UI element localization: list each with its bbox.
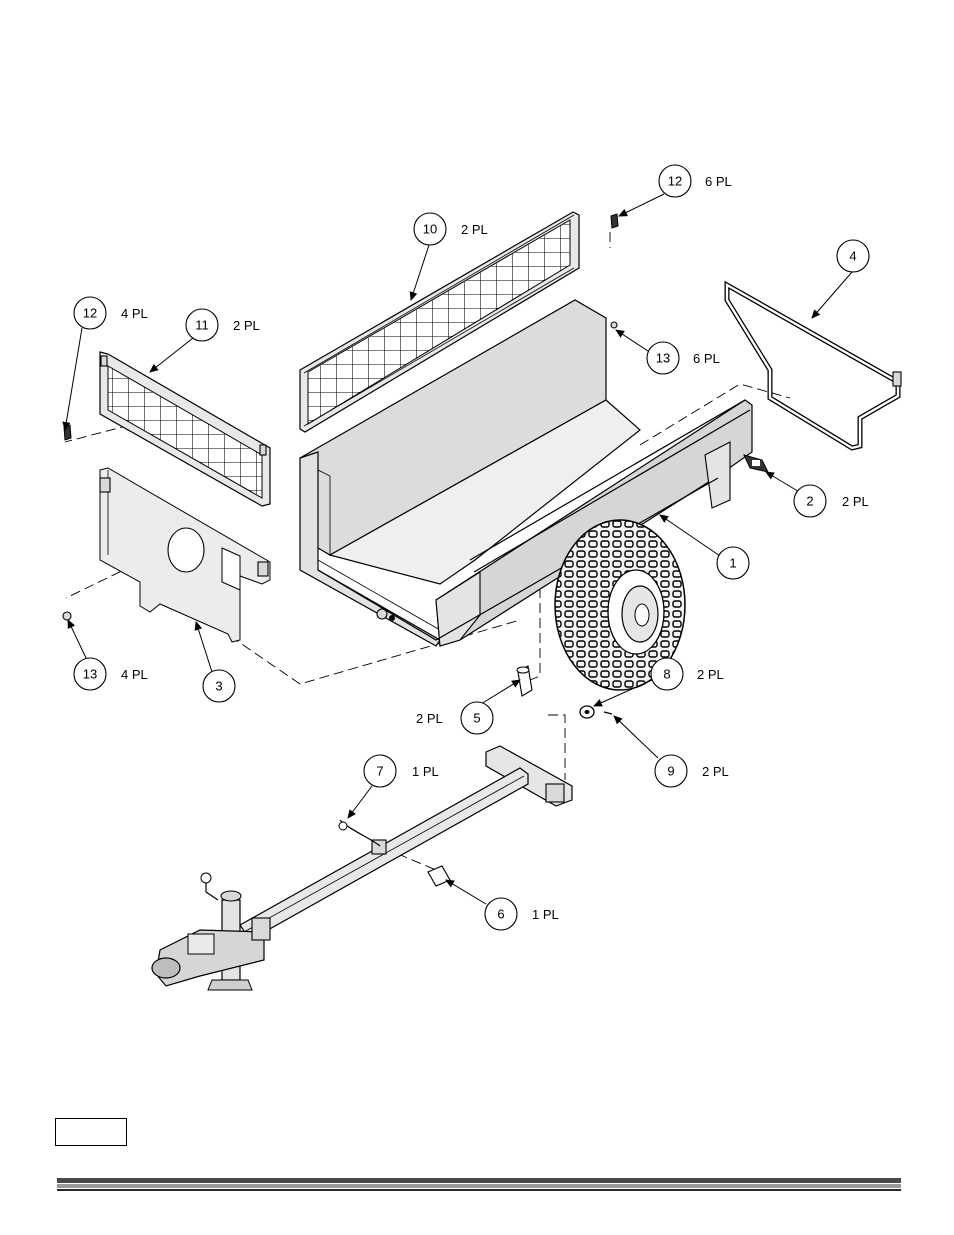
callout-4-number: 4 — [849, 249, 856, 264]
callout-3-number: 3 — [215, 679, 222, 694]
footer-rule-light — [57, 1184, 901, 1188]
callout-13-left-number: 13 — [83, 667, 97, 682]
callout-9-number: 9 — [667, 764, 674, 779]
callout-12-top-qty: 6 PL — [705, 174, 732, 189]
callout-13-left-qty: 4 PL — [121, 667, 148, 682]
callout-12-top-number: 12 — [668, 174, 682, 189]
footer-rule — [57, 1178, 901, 1183]
callout-1: 1 — [716, 546, 750, 580]
wheel-tire — [554, 519, 686, 691]
bracket — [743, 454, 769, 473]
callout-5-qty: 2 PL — [416, 711, 443, 726]
callout-5-number: 5 — [473, 711, 480, 726]
side-mesh-panel — [299, 211, 580, 433]
axle-tongue — [151, 745, 573, 991]
callout-5: 5 2 PL — [416, 701, 494, 735]
callout-1-number: 1 — [729, 556, 736, 571]
callout-12-top: 12 6 PL — [658, 164, 732, 198]
callout-11: 11 2 PL — [185, 308, 260, 342]
cargo-box — [299, 299, 753, 647]
callout-10-number: 10 — [423, 222, 437, 237]
callout-6-qty: 1 PL — [532, 907, 559, 922]
callout-7-number: 7 — [376, 764, 383, 779]
callout-11-qty: 2 PL — [233, 318, 260, 333]
callout-3: 3 — [202, 669, 236, 703]
callout-13-left: 13 4 PL — [73, 657, 148, 691]
callout-6-number: 6 — [497, 907, 504, 922]
callout-10: 10 2 PL — [413, 212, 488, 246]
callout-2-number: 2 — [806, 494, 813, 509]
callout-2: 2 2 PL — [793, 484, 869, 518]
page-number-box — [55, 1118, 127, 1146]
callout-9-qty: 2 PL — [702, 764, 729, 779]
callout-12-left-qty: 4 PL — [121, 306, 148, 321]
front-end-frame — [724, 280, 902, 451]
callout-12-left-number: 12 — [83, 306, 97, 321]
callout-6: 6 1 PL — [484, 897, 559, 931]
tailgate — [99, 467, 271, 643]
callout-12-left: 12 4 PL — [73, 296, 148, 330]
callout-2-qty: 2 PL — [842, 494, 869, 509]
callout-8: 8 2 PL — [650, 657, 724, 691]
rear-mesh-panel — [99, 351, 271, 507]
callout-4: 4 — [836, 239, 870, 273]
footer-rule-thin — [57, 1189, 901, 1191]
callout-8-qty: 2 PL — [697, 667, 724, 682]
callout-7-qty: 1 PL — [412, 764, 439, 779]
callout-7: 7 1 PL — [363, 754, 439, 788]
callout-9: 9 2 PL — [654, 754, 729, 788]
callout-11-number: 11 — [195, 318, 209, 333]
callout-13-top: 13 6 PL — [646, 341, 720, 375]
leader-lines — [62, 193, 853, 905]
callout-13-top-qty: 6 PL — [693, 351, 720, 366]
callout-13-top-number: 13 — [656, 351, 670, 366]
callout-10-qty: 2 PL — [461, 222, 488, 237]
callout-8-number: 8 — [663, 667, 670, 682]
